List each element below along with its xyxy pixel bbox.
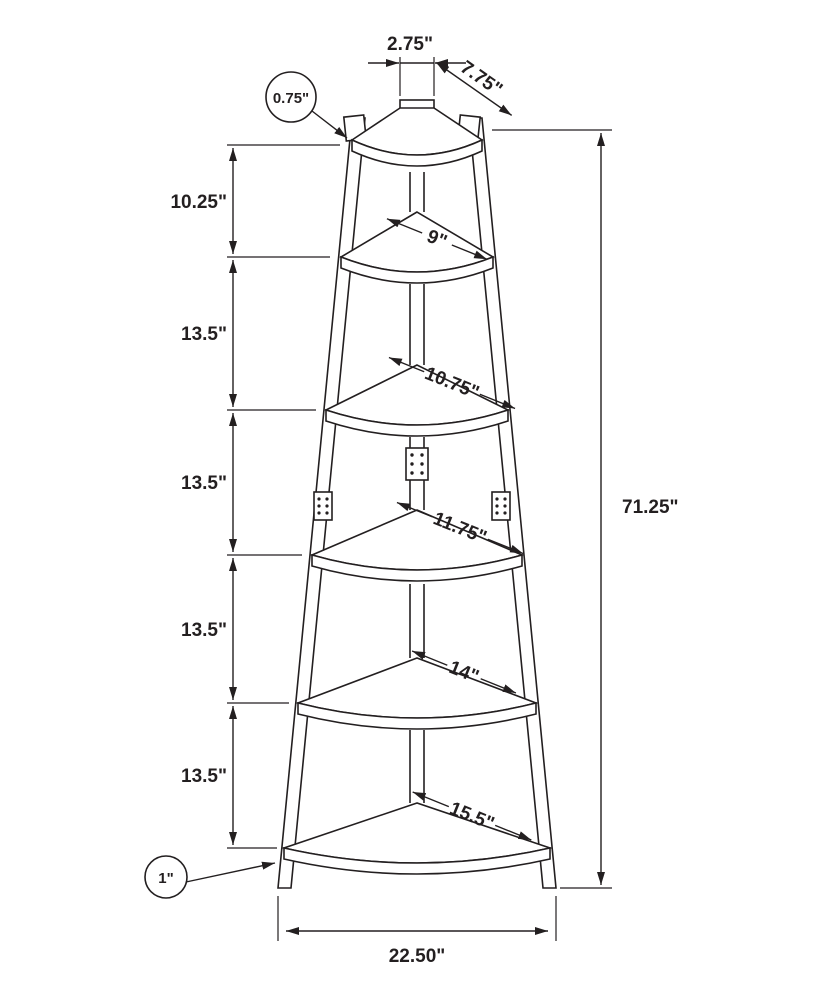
shelf-3	[309, 509, 525, 582]
spacing-label-5: 13.5"	[181, 766, 227, 787]
spacing-label-2: 13.5"	[181, 324, 227, 345]
shelf-2	[323, 364, 511, 437]
shelf-1	[339, 211, 495, 284]
shelf-thickness-label: 1"	[158, 870, 173, 887]
shelf-4	[295, 657, 539, 730]
dimension-base-width: 22.50"	[277, 896, 557, 967]
top-thickness-label: 0.75"	[273, 90, 309, 107]
dimension-top-diagonal: 7.75"	[435, 57, 513, 116]
overall-height-label: 71.25"	[622, 497, 679, 518]
spacing-label-1: 10.25"	[170, 192, 227, 213]
dimension-overall-height: 71.25"	[492, 129, 679, 889]
top-width-label: 2.75"	[387, 34, 433, 55]
shelf-5	[281, 802, 553, 875]
spacing-label-3: 13.5"	[181, 473, 227, 494]
callout-top-thickness: 0.75"	[265, 71, 348, 139]
base-width-label: 22.50"	[389, 946, 446, 967]
right-leg	[468, 117, 557, 889]
callout-shelf-thickness: 1"	[144, 855, 276, 899]
spacing-label-4: 13.5"	[181, 620, 227, 641]
dimension-top-width: 2.75"	[368, 34, 466, 96]
post-bracket	[405, 447, 429, 481]
top-cap	[342, 99, 484, 167]
left-leg-bracket	[313, 491, 333, 521]
top-cap-edge	[351, 138, 483, 167]
right-leg-bracket	[491, 491, 511, 521]
dimension-left-chain: 10.25" 13.5" 13.5" 13.5" 13.5"	[170, 144, 340, 849]
